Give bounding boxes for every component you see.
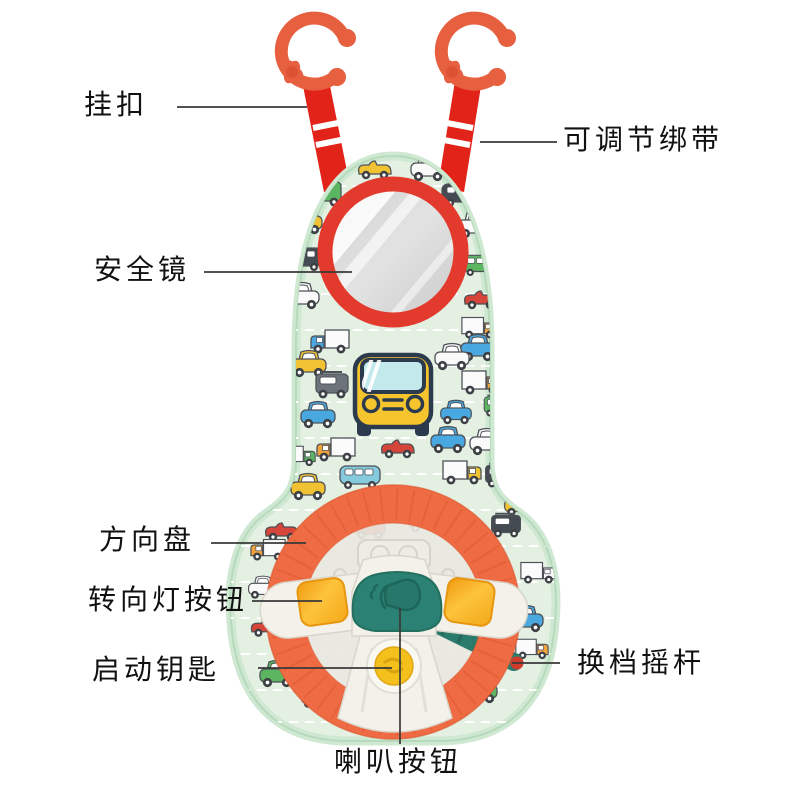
clip-flower-ornament [280, 60, 304, 84]
pattern-vehicle-bus [339, 465, 381, 489]
rim-tick [276, 568, 307, 582]
label-adjustable-strap: 可调节绑带 [563, 124, 724, 155]
horn-icon [369, 578, 422, 612]
pattern-vehicle-truck [316, 437, 356, 462]
rim-tick [453, 519, 477, 545]
big-yellow-car-graphic [352, 352, 434, 436]
pattern-vehicle-truck [310, 329, 350, 354]
rim-tick [481, 636, 513, 648]
rim-tick [462, 531, 489, 554]
pattern-vehicle-suv [483, 394, 511, 417]
gear-lever-knob [510, 656, 524, 670]
horn-button [351, 571, 443, 632]
label-steering-wheel: 方向盘 [99, 524, 196, 555]
mirror-ring [317, 176, 469, 328]
pattern-vehicle-sedan [290, 472, 326, 501]
rim-tick [303, 525, 328, 549]
start-key-button [366, 638, 422, 694]
rim-tick [315, 683, 338, 711]
rim-tick [303, 675, 328, 699]
pattern-vehicle-truck [442, 460, 482, 485]
rim-tick [476, 648, 507, 664]
pattern-vehicle-convertible [357, 160, 392, 180]
label-gear-lever: 换档摇杆 [577, 647, 706, 678]
pattern-vehicle-sedan [430, 425, 466, 454]
pattern-vehicle-sedan [291, 349, 327, 378]
rim-tick [379, 488, 385, 521]
rim-tick [432, 500, 449, 530]
right-strap [438, 81, 481, 192]
rim-tick [395, 488, 399, 521]
pattern-vehicle-sedan [460, 333, 496, 362]
rim-tick [470, 659, 499, 679]
pattern-vehicle-sedan [434, 342, 470, 371]
label-hang-clip: 挂扣 [84, 89, 149, 120]
rim-tick [330, 504, 348, 533]
rim-tick [276, 642, 307, 656]
rim-tick [453, 679, 477, 705]
pattern-vehicle-suv [491, 512, 521, 538]
rim-tick [462, 670, 489, 693]
hang-clip-right [434, 11, 516, 91]
steering-wheel [259, 484, 529, 740]
rim-tick [443, 508, 464, 537]
rim-tick [470, 545, 499, 565]
fabric-panel-outline [229, 154, 557, 742]
rim-tick [283, 552, 313, 570]
left-strap [303, 81, 350, 192]
label-start-key: 启动钥匙 [92, 654, 221, 685]
clip-flower-ornament [440, 60, 464, 84]
hang-clip-left [274, 11, 356, 91]
rim-tick [362, 491, 372, 523]
rim-tick [292, 665, 320, 686]
turn-signal-button-right [443, 577, 496, 627]
turn-signal-button-left [296, 577, 349, 627]
rim-tick [407, 489, 416, 522]
pattern-vehicle-truck [520, 561, 556, 584]
rim-tick [345, 496, 360, 528]
rim-tick [420, 493, 433, 525]
label-turn-signal: 转向灯按钮 [88, 584, 249, 615]
rim-tick [315, 513, 338, 541]
pattern-vehicle-suv [315, 371, 349, 399]
pattern-vehicle-suv [485, 462, 515, 488]
label-horn-button: 喇叭按钮 [334, 746, 463, 777]
label-safety-mirror: 安全镜 [94, 254, 191, 285]
pattern-vehicle-sedan [300, 400, 336, 429]
rim-tick [476, 560, 507, 576]
rim-tick [443, 687, 464, 716]
pattern-vehicle-sedan [440, 399, 472, 425]
pattern-vehicle-convertible [380, 439, 415, 459]
safety-mirror [317, 176, 469, 328]
